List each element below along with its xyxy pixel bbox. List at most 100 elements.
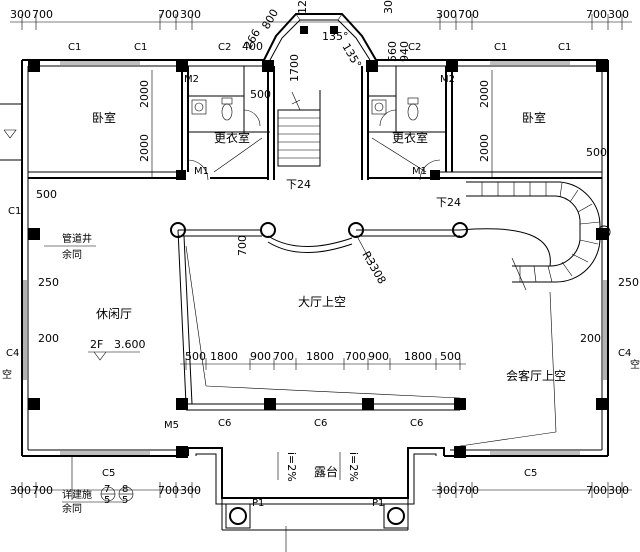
row-dim-9: 500 [440,350,461,363]
bottom-dim-right-a: 700 [586,484,607,497]
row-dim-3: 900 [250,350,271,363]
radius-r3308: R3308 [359,249,388,286]
room-labels: 卧室 卧室 更衣室 更衣室 休闲厅 大厅上空 会客厅上空 露台 [92,110,566,479]
slope-1: i=2% [285,452,298,482]
level-mark: 2F 3.600 [88,338,146,361]
room-hall-void: 大厅上空 [298,295,346,309]
room-lounge: 休闲厅 [96,307,132,321]
room-bedroom-left: 卧室 [92,110,116,125]
bay-dim-b: 800 [259,7,281,32]
door-labels: M1 M1 M2 M2 M5 P1 P1 [164,74,455,509]
window-c5-a: C5 [102,468,115,479]
dim-200-a: 200 [38,332,59,345]
dim-2000-d: 2000 [478,134,491,162]
door-m1-b: M1 [412,166,427,177]
level-elev: 3.600 [114,338,146,351]
room-dressing-right: 更衣室 [392,130,428,145]
window-c6-c: C6 [410,418,423,429]
dim-500-c: 500 [36,188,57,201]
detail-sym-d: 5 [122,495,128,506]
top-dim-mid-left-a: 700 [158,8,179,21]
dim-250-a: 250 [38,276,59,289]
window-c2-a: C2 [218,42,231,53]
stair-down-left: 下24 [286,178,311,191]
dim-2000-c: 2000 [478,80,491,108]
bay-dim-e: 560 [386,41,399,62]
door-m2-b: M2 [440,74,455,85]
row-dim-2: 1800 [210,350,238,363]
door-m5: M5 [164,420,179,431]
bottom-dim-left-a: 300 [10,484,31,497]
stair-down-right: 下24 [436,196,461,209]
notes: 管道井 余同 详建施 余同 7 5 8 5 空 空 [2,232,640,515]
exterior-walls [21,59,609,531]
atrium-dimension-row: 500 1800 900 700 1800 700 900 1800 500 [180,350,466,370]
bathroom-fixtures [191,97,427,173]
bay-dim-f: 940 [398,41,411,62]
note-pipe: 管道井 [62,232,92,245]
row-dim-8: 1800 [404,350,432,363]
room-terrace: 露台 [314,464,338,479]
bottom-dimension-line: 300 700 700 300 300 700 700 300 [10,482,632,498]
dim-700: 700 [236,235,249,256]
window-c1-d: C1 [558,42,571,53]
right-edge-a: 空 [630,358,640,371]
window-c6-b: C6 [314,418,327,429]
window-c4-right: C4 [618,348,631,359]
dim-400: 400 [242,40,263,53]
bottom-dim-right-b: 300 [608,484,629,497]
row-dim-4: 700 [273,350,294,363]
interior-walls [28,66,602,181]
note-detail-ref: 余同 [62,502,82,515]
top-dimension-line: 300 700 700 300 300 700 700 300 [10,8,632,30]
room-bedroom-right: 卧室 [522,110,546,125]
window-c2-b: C2 [408,42,421,53]
bottom-dim-mid2-a: 300 [436,484,457,497]
window-c1-c: C1 [494,42,507,53]
right-edge-b: 空 [2,368,12,381]
window-c4-left: C4 [6,348,19,359]
dim-2000-a: 2000 [138,80,151,108]
top-dim-right-a: 700 [586,8,607,21]
stair-right-spiral [466,181,611,291]
row-dim-5: 1800 [306,350,334,363]
bottom-dim-mid-b: 300 [180,484,201,497]
door-p1-b: P1 [372,498,384,509]
top-dim-mid-left-b: 300 [180,8,201,21]
stair-left [277,90,321,167]
terrace-slopes: i=2% i=2% [277,452,360,552]
door-m2-a: M2 [184,74,199,85]
bottom-dim-mid-a: 700 [158,484,179,497]
bay-dim-d: 300 [382,0,395,14]
row-dim-7: 900 [368,350,389,363]
left-balcony-stub [0,103,22,161]
window-c5-b: C5 [524,468,537,479]
top-dim-mid-right-b: 700 [458,8,479,21]
dim-200-b: 200 [580,332,601,345]
atrium-railing [170,222,557,529]
dim-2000-b: 2000 [138,134,151,162]
dim-1700: 1700 [288,54,301,82]
dim-500-a: 500 [250,88,271,101]
detail-sym-b: 5 [104,495,110,506]
window-c1-b: C1 [134,42,147,53]
dim-250-b: 250 [618,276,639,289]
door-p1-a: P1 [252,498,264,509]
top-dim-mid-right-a: 300 [436,8,457,21]
dim-500-b: 500 [586,146,607,159]
window-c6-a: C6 [218,418,231,429]
note-detail: 详建施 [62,488,92,501]
slope-2: i=2% [347,452,360,482]
detail-sym-c: 8 [122,484,128,495]
room-dressing-left: 更衣室 [214,130,250,145]
angle-135-a: 135° [322,30,349,43]
top-dim-left-b: 700 [32,8,53,21]
note-pipe-ref: 余同 [62,248,82,261]
detail-sym-a: 7 [104,484,110,495]
room-living-void: 会客厅上空 [506,368,566,383]
row-dim-1: 500 [185,350,206,363]
row-dim-6: 700 [345,350,366,363]
top-dim-right-b: 300 [608,8,629,21]
door-m1-a: M1 [194,166,209,177]
